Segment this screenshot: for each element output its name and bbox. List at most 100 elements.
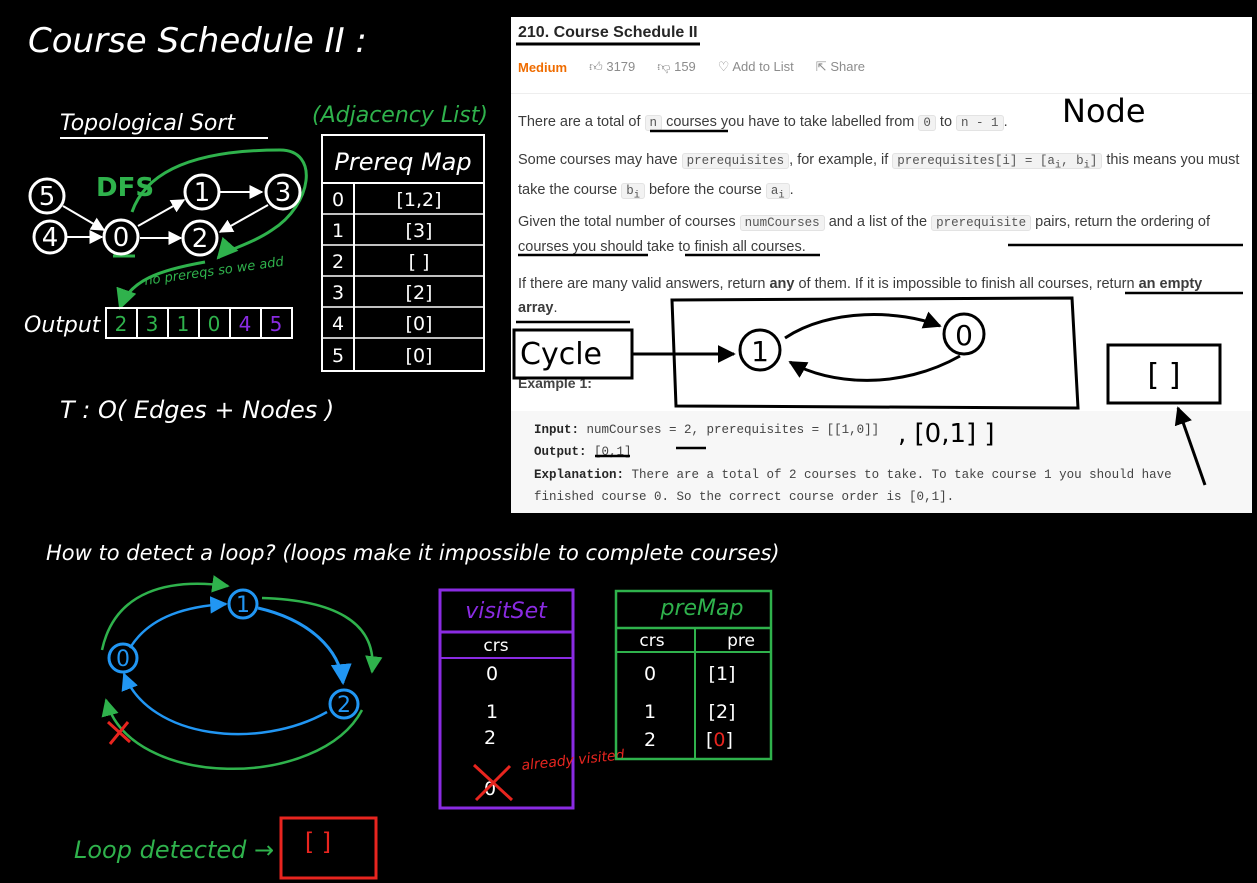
prereq-map-table: Prereq Map 0 [1,2] 1 [3] 2 [ ] 3 [2] 4 […	[321, 134, 485, 372]
text: prerequisites[i] = [a	[897, 154, 1055, 168]
visit-set-value: 2	[484, 727, 496, 749]
loop-graph	[100, 575, 383, 770]
value: finished course 0. So the correct course…	[534, 490, 955, 504]
problem-meta-bar: Medium 👍︎ 3179 👎︎ 159 ♡ Add to List ⇱ Sh…	[518, 59, 865, 75]
description-p1: There are a total of n courses you have …	[518, 110, 1243, 135]
subscript: i	[1083, 159, 1090, 172]
inline-code: prerequisite	[931, 215, 1032, 231]
text: ]	[1089, 154, 1098, 168]
inline-code: prerequisites[i] = [ai, bi]	[892, 153, 1103, 172]
prereq-list: [2]	[406, 282, 433, 304]
inline-code: bi	[621, 182, 645, 201]
cycle-box	[670, 296, 1080, 410]
empty-result: [ ]	[1148, 358, 1181, 393]
pre-map-table: preMap crs pre 0 [1] 1 [2] 2 [0]	[614, 589, 773, 761]
text: this means you must take the course	[518, 152, 1240, 198]
complexity-note: T : O( Edges + Nodes )	[60, 396, 334, 424]
prereq-course: 2	[332, 251, 344, 273]
add-to-list-label: Add to List	[732, 59, 794, 74]
prereq-list: [0]	[406, 313, 433, 335]
pre-map-pre: [2]	[709, 701, 736, 723]
graph-node-0: 0	[113, 223, 130, 253]
description-p2: Some courses may have prerequisites, for…	[518, 148, 1243, 207]
share-button[interactable]: ⇱ Share	[816, 59, 865, 75]
loop-question: How to detect a loop? (loops make it imp…	[46, 541, 780, 565]
prereq-course: 1	[332, 220, 344, 242]
text: Given the total number of courses	[518, 214, 736, 230]
label: Output:	[534, 445, 587, 459]
inline-code: ai	[765, 182, 790, 201]
inline-code: prerequisites	[681, 153, 790, 169]
text: If there are many valid answers, return	[518, 276, 766, 292]
prereq-course: 4	[332, 313, 344, 335]
topo-graph-edges	[62, 185, 269, 245]
text: .	[1003, 114, 1008, 130]
text: courses you have to take labelled from	[666, 114, 915, 130]
example-input: Input: numCourses = 2, prerequisites = […	[534, 423, 879, 437]
pre-map-bracket: [	[706, 729, 713, 751]
text: before the course	[648, 181, 762, 198]
graph-node-4: 4	[42, 223, 59, 253]
board-heading: Course Schedule II :	[28, 21, 367, 61]
inline-code: numCourses	[739, 215, 825, 231]
extra-input-note: , [0,1] ]	[898, 419, 995, 449]
dfs-traversal-path	[130, 148, 308, 260]
topo-graph-nodes: 5 4 0 1 2 3	[28, 173, 302, 257]
description-p4: If there are many valid answers, return …	[518, 272, 1243, 320]
text: .	[553, 300, 558, 316]
visit-set-value: 1	[486, 701, 498, 723]
pre-map-col-pre: pre	[727, 631, 755, 651]
text: b	[626, 183, 634, 198]
output-label: Output	[24, 313, 102, 338]
loop-node-1: 1	[236, 593, 250, 618]
empty-result-box	[1106, 343, 1222, 405]
loop-result-box	[279, 816, 378, 880]
pre-map-pre: [1]	[709, 663, 736, 685]
output-arrow	[116, 260, 206, 310]
share-icon: ⇱	[815, 59, 827, 74]
like-count: 3179	[606, 59, 636, 74]
text: of them. If it is impossible to finish a…	[798, 276, 1135, 292]
text: Some courses may have	[518, 152, 678, 168]
text: , for example, if	[789, 152, 889, 168]
example-explanation: Explanation: There are a total of 2 cour…	[534, 468, 1172, 482]
problem-title[interactable]: 210. Course Schedule II	[518, 24, 698, 41]
output-cell: 2	[115, 312, 128, 336]
output-cell: 0	[208, 312, 221, 336]
label: Input:	[534, 423, 580, 437]
divider	[511, 93, 1252, 94]
output-cell: 4	[239, 312, 252, 336]
loop-node-0: 0	[116, 647, 130, 672]
cycle-label-box	[512, 328, 634, 380]
share-label: Share	[830, 59, 866, 74]
thumbs-up-icon: 👍︎	[589, 59, 603, 74]
text: .	[789, 181, 794, 198]
dislike-count: 159	[674, 59, 696, 74]
add-to-list-button[interactable]: ♡ Add to List	[718, 59, 794, 75]
pre-map-pre: [0]	[706, 729, 733, 751]
thumbs-down-icon: 👎︎	[657, 59, 671, 74]
inline-code: 0	[918, 115, 936, 131]
inline-code: n - 1	[956, 115, 1004, 131]
problem-card: 210. Course Schedule II Medium 👍︎ 3179 👎…	[511, 17, 1252, 513]
visit-set-value: 0	[486, 663, 498, 685]
subscript: i	[778, 189, 785, 201]
prereq-course: 3	[332, 282, 344, 304]
pre-map-bracket: ]	[726, 729, 733, 751]
prereq-list: [3]	[406, 220, 433, 242]
graph-node-3: 3	[275, 178, 292, 208]
bold-text: any	[769, 276, 795, 292]
prereq-course: 5	[332, 345, 344, 367]
inline-code: n	[644, 115, 663, 131]
cycle-node-1: 1	[751, 335, 769, 368]
heart-icon: ♡	[717, 59, 730, 74]
loop-node-2: 2	[337, 693, 351, 718]
dislike-button[interactable]: 👎︎ 159	[657, 59, 696, 75]
loop-result: [ ]	[305, 828, 331, 856]
prereq-list: [ ]	[409, 251, 430, 273]
like-button[interactable]: 👍︎ 3179	[589, 59, 635, 75]
pre-map-crs: 0	[644, 663, 656, 685]
difficulty-badge: Medium	[518, 59, 568, 75]
